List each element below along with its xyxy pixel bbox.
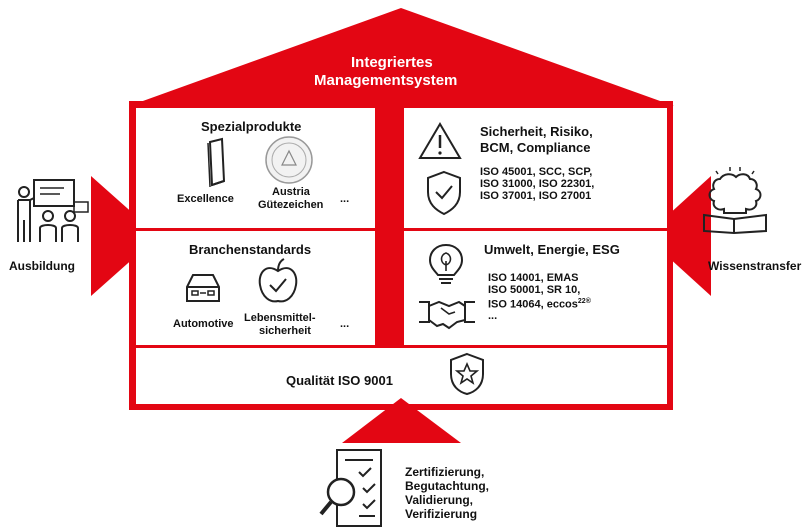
branchen-more: ... <box>340 318 350 330</box>
apple-check-icon <box>258 258 298 303</box>
panel-sicherheit-bg <box>404 108 667 228</box>
lebensmittel-label-line1: Lebensmittel- <box>244 312 316 324</box>
roof-title-line1: Integriertes <box>351 54 433 71</box>
wissenstransfer-label: Wissenstransfer <box>708 259 802 273</box>
warning-icon <box>418 122 462 159</box>
sicherheit-title-line2: BCM, Compliance <box>480 140 591 155</box>
sicherheit-title-line1: Sicherheit, Risiko, <box>480 124 593 139</box>
bottom-line2: Begutachtung, <box>405 479 489 493</box>
sicherheit-std-line2: ISO 31000, ISO 22301, <box>480 178 595 190</box>
document-magnifier-icon <box>319 449 382 527</box>
lebensmittel-label-line2: sicherheit <box>259 325 311 337</box>
shield-check-icon <box>427 170 461 216</box>
umwelt-std-line3-text: ISO 14064, eccos <box>488 298 578 311</box>
handshake-icon <box>419 300 475 330</box>
roof <box>129 8 674 106</box>
classroom-icon <box>17 179 89 242</box>
left-pointer <box>91 176 136 296</box>
panel-spezialprodukte-bg <box>136 108 375 228</box>
branchenstandards-title: Branchenstandards <box>189 242 312 257</box>
base-panel-bg <box>136 348 667 404</box>
brain-book-icon <box>703 167 767 235</box>
umwelt-std-line3: ISO 14064, eccos22® <box>488 296 591 311</box>
automotive-label: Automotive <box>173 318 234 330</box>
right-pointer <box>667 176 711 296</box>
base-label: Qualität ISO 9001 <box>286 373 393 388</box>
excellence-label: Excellence <box>177 193 234 205</box>
bottom-line1: Zertifizierung, <box>405 465 485 479</box>
bottom-line3: Validierung, <box>405 493 474 507</box>
seal-icon <box>265 136 313 184</box>
umwelt-std-line1: ISO 14001, EMAS <box>488 272 579 284</box>
austria-label-line1: Austria <box>272 186 310 198</box>
car-icon <box>186 274 220 302</box>
umwelt-std-line2: ISO 50001, SR 10, <box>488 284 581 296</box>
award-bar-icon <box>207 137 226 188</box>
panel-branchenstandards-bg <box>136 231 375 345</box>
ausbildung-label: Ausbildung <box>9 259 75 273</box>
bottom-line4: Verifizierung <box>405 507 478 521</box>
shield-star-icon <box>450 352 484 396</box>
bottom-pointer <box>342 398 461 443</box>
panel-umwelt-bg <box>404 231 667 345</box>
umwelt-more: ... <box>488 310 498 322</box>
lightbulb-leaf-icon <box>428 243 464 284</box>
umwelt-title: Umwelt, Energie, ESG <box>484 242 620 257</box>
sicherheit-std-line3: ISO 37001, ISO 27001 <box>480 190 592 202</box>
spezialprodukte-title: Spezialprodukte <box>201 119 302 134</box>
spezial-more: ... <box>340 193 350 205</box>
eccos-superscript: 22® <box>577 298 591 305</box>
sicherheit-std-line1: ISO 45001, SCC, SCP, <box>480 166 593 178</box>
roof-title-line2: Managementsystem <box>314 72 458 89</box>
austria-label-line2: Gütezeichen <box>258 199 324 211</box>
